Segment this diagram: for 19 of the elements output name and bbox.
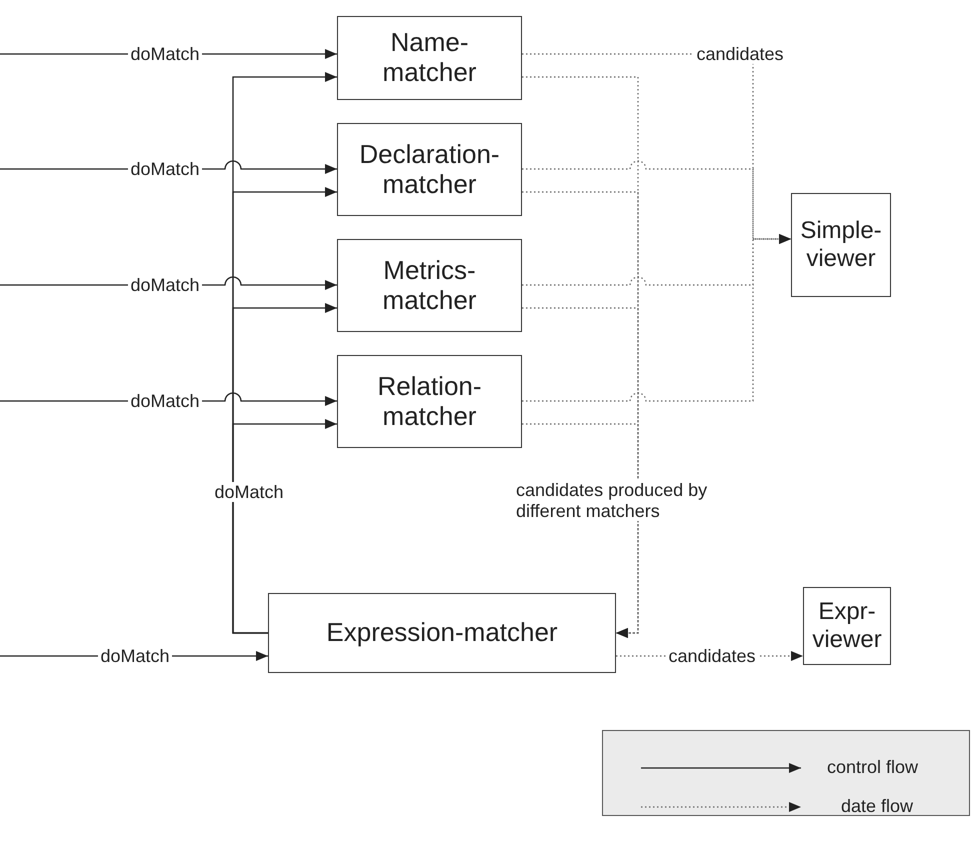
- process-box: [791, 193, 891, 297]
- box-label: Simple- viewer: [800, 217, 882, 273]
- dotted-arrow: [522, 423, 639, 638]
- dotted-arrow: [522, 234, 791, 402]
- process-box: [337, 355, 522, 448]
- box-label: Declaration- matcher: [359, 140, 500, 200]
- arrow: [232, 419, 337, 634]
- box-label: Expression-matcher: [326, 618, 558, 648]
- process-box: [337, 239, 522, 332]
- process-box: [337, 123, 522, 216]
- box-label: Metrics- matcher: [382, 256, 476, 316]
- box-label: Name- matcher: [382, 28, 476, 88]
- process-box: [337, 16, 522, 100]
- process-box: [803, 587, 891, 665]
- legend-label: date flow: [841, 796, 914, 817]
- box-label: Expr- viewer: [812, 598, 882, 654]
- box-label: Relation- matcher: [377, 372, 482, 432]
- legend-label: control flow: [827, 757, 918, 778]
- process-box: [268, 593, 616, 673]
